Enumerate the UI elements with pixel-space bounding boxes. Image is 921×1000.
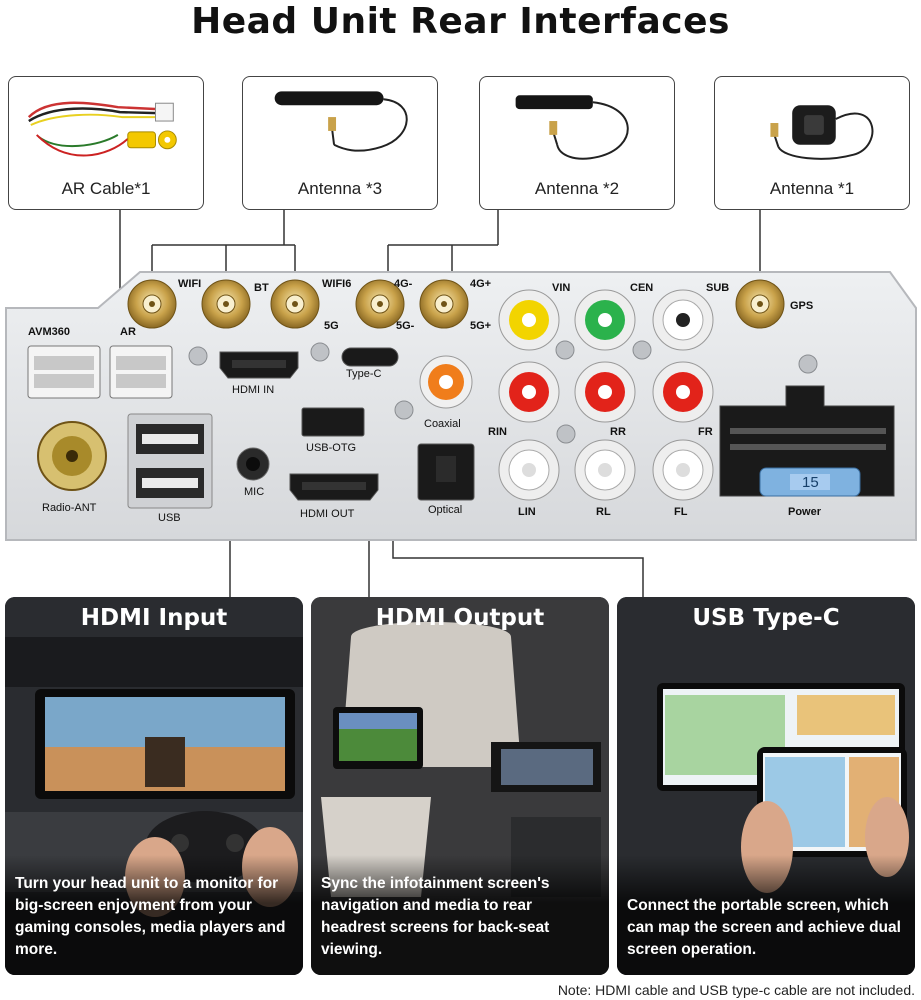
fuse-value: 15 xyxy=(802,474,819,491)
antenna-3-label: Antenna *3 xyxy=(297,179,383,198)
label-usb-otg: USB-OTG xyxy=(306,442,357,454)
antenna-2-card: Antenna *2 xyxy=(479,76,675,210)
ar-cable-card: AR Cable*1 xyxy=(8,76,204,210)
feature-title: HDMI Output xyxy=(375,605,545,631)
feature-hdmi-input: HDMI Input Turn your head unit to a moni… xyxy=(5,597,303,975)
feature-usb-type-c: USB Type-C Connect the portable screen, … xyxy=(617,597,915,975)
footnote: Note: HDMI cable and USB type-c cable ar… xyxy=(557,982,915,998)
stick-antenna-icon xyxy=(274,91,408,152)
label-mic: MIC xyxy=(244,486,265,498)
label-radio-ant: Radio-ANT xyxy=(42,502,97,514)
label-usb: USB xyxy=(158,512,181,524)
rear-panel: AVM360 AR WIFI BT WIFI6 5G 4G- 5G- 4G+ 5… xyxy=(0,268,921,543)
label-coaxial: Coaxial xyxy=(424,418,461,430)
label-vin: VIN xyxy=(552,282,571,294)
ar-cable-icon xyxy=(27,101,177,157)
label-5g: 5G xyxy=(324,320,339,332)
feature-description: Connect the portable screen, which can m… xyxy=(627,897,901,958)
label-avm360: AVM360 xyxy=(28,326,70,338)
feature-hdmi-output: HDMI Output Sync the infotainment screen… xyxy=(311,597,609,975)
label-hdmi-in: HDMI IN xyxy=(232,384,275,396)
label-ar: AR xyxy=(120,326,136,338)
antenna-1-label: Antenna *1 xyxy=(769,179,855,198)
label-type-c: Type-C xyxy=(346,368,382,380)
feature-title: HDMI Input xyxy=(80,605,228,631)
label-cen: CEN xyxy=(630,282,654,294)
label-optical: Optical xyxy=(428,504,463,516)
label-4g-plus: 4G+ xyxy=(470,278,492,290)
label-rl: RL xyxy=(596,506,611,518)
label-5g-plus: 5G+ xyxy=(470,320,492,332)
sma-connectors xyxy=(127,279,785,329)
label-wifi: WIFI xyxy=(178,278,202,290)
feature-description: Sync the infotainment screen's navigatio… xyxy=(321,875,550,958)
label-bt: BT xyxy=(254,282,269,294)
rear-panel-drawing xyxy=(5,271,917,541)
label-hdmi-out: HDMI OUT xyxy=(300,508,355,520)
label-power: Power xyxy=(788,506,822,518)
label-lin: LIN xyxy=(518,506,536,518)
label-rr: RR xyxy=(610,426,626,438)
patch-antenna-icon xyxy=(515,95,629,160)
label-fr: FR xyxy=(698,426,713,438)
antenna-3-card: Antenna *3 xyxy=(242,76,438,210)
label-rin: RIN xyxy=(488,426,507,438)
gps-antenna-icon xyxy=(770,105,874,160)
antenna-1-card: Antenna *1 xyxy=(714,76,910,210)
label-fl: FL xyxy=(674,506,688,518)
label-wifi6: WIFI6 xyxy=(322,278,352,290)
ar-cable-label: AR Cable*1 xyxy=(61,179,151,198)
label-5g-minus: 5G- xyxy=(396,320,415,332)
label-gps: GPS xyxy=(790,300,814,312)
feature-title: USB Type-C xyxy=(692,605,840,631)
label-4g-minus: 4G- xyxy=(394,278,413,290)
antenna-2-label: Antenna *2 xyxy=(534,179,620,198)
label-sub: SUB xyxy=(706,282,730,294)
page-title: Head Unit Rear Interfaces xyxy=(191,1,730,42)
feature-description: Turn your head unit to a monitor for big… xyxy=(15,875,286,958)
